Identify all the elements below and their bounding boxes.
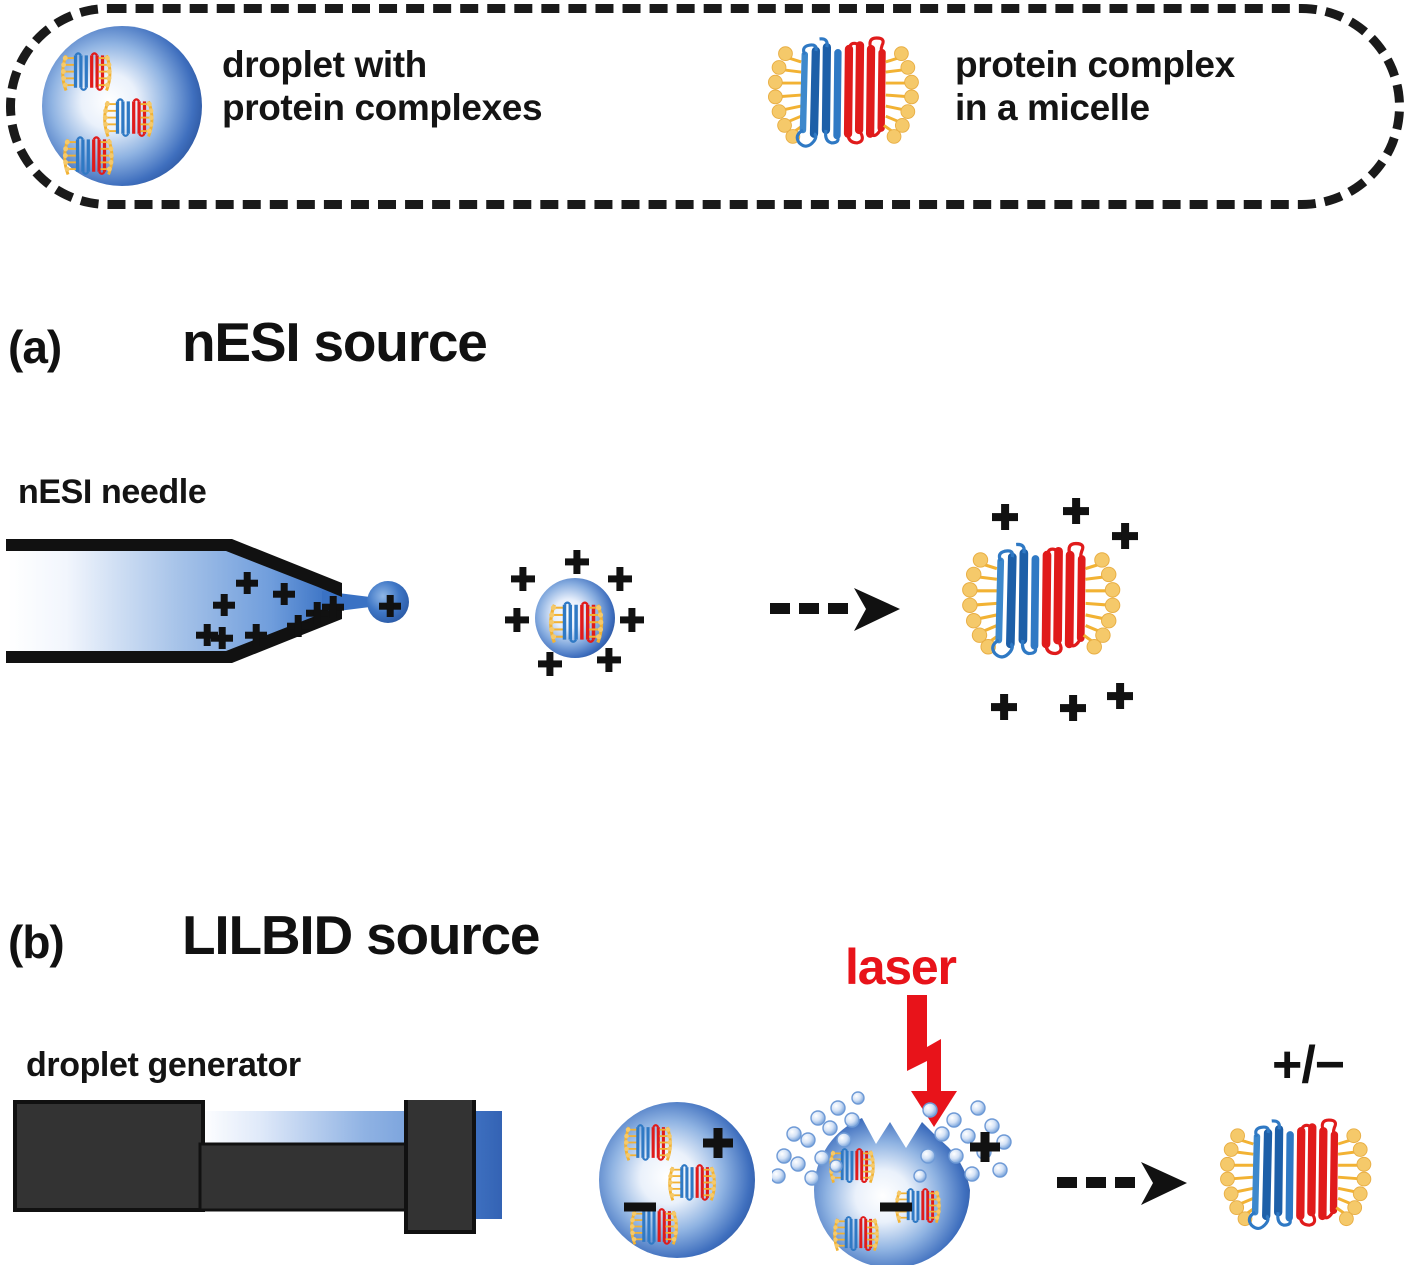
plus-charge-icon bbox=[620, 608, 644, 632]
plus-charge-icon bbox=[608, 567, 632, 591]
laser-label: laser bbox=[845, 939, 957, 995]
droplet-generator-label: droplet generator bbox=[26, 1046, 301, 1084]
panel-a-title: nESI source bbox=[182, 311, 488, 373]
droplet-negative-charge-icon bbox=[624, 1192, 656, 1222]
panel-a-transition-arrow bbox=[770, 588, 900, 632]
plus-charge-icon bbox=[511, 567, 535, 591]
plus-charge-icon bbox=[273, 583, 295, 605]
charged-micelle-ion-icon bbox=[955, 535, 1145, 685]
plus-charge-icon bbox=[322, 596, 344, 618]
ion-polarity-label: +/− bbox=[1272, 1036, 1345, 1094]
droplet-with-protein-complexes-icon bbox=[38, 22, 206, 190]
plus-charge-icon bbox=[565, 550, 589, 574]
ablated-droplet-positive-charge-icon bbox=[970, 1132, 1000, 1162]
droplet-generator-graphic bbox=[10, 1090, 520, 1265]
legend-label-micelle: protein complex in a micelle bbox=[955, 44, 1235, 128]
lilbid-droplet-icon bbox=[597, 1100, 757, 1260]
panel-a-tag: (a) bbox=[8, 321, 62, 373]
plus-charge-icon bbox=[245, 624, 267, 646]
plus-charge-icon bbox=[196, 624, 218, 646]
lilbid-ablated-droplet-icon bbox=[770, 1078, 1012, 1265]
lilbid-micelle-ion-icon bbox=[1218, 1110, 1394, 1260]
legend-label-droplet: droplet with protein complexes bbox=[222, 44, 543, 128]
nesi-needle-label: nESI needle bbox=[18, 473, 207, 511]
taylor-cone-plus-charge-icon bbox=[379, 595, 401, 617]
plus-charge-icon bbox=[1112, 523, 1138, 549]
panel-b-title: LILBID source bbox=[182, 904, 540, 966]
panel-b-tag: (b) bbox=[8, 916, 65, 968]
ablated-droplet-negative-charge-icon bbox=[880, 1192, 912, 1222]
plus-charge-icon bbox=[505, 608, 529, 632]
legend-dashed-box bbox=[6, 4, 1404, 209]
panel-b-transition-arrow bbox=[1057, 1162, 1187, 1206]
plus-charge-icon bbox=[538, 652, 562, 676]
charged-droplet-icon bbox=[533, 576, 617, 660]
laser-beam-arrow-icon bbox=[897, 995, 973, 1135]
protein-complex-in-micelle-icon bbox=[766, 22, 934, 190]
plus-charge-icon bbox=[1063, 498, 1089, 524]
plus-charge-icon bbox=[597, 648, 621, 672]
droplet-positive-charge-icon bbox=[703, 1128, 733, 1158]
plus-charge-icon bbox=[213, 594, 235, 616]
plus-charge-icon bbox=[1107, 683, 1133, 709]
plus-charge-icon bbox=[287, 615, 309, 637]
plus-charge-icon bbox=[991, 694, 1017, 720]
plus-charge-icon bbox=[992, 504, 1018, 530]
plus-charge-icon bbox=[1060, 695, 1086, 721]
plus-charge-icon bbox=[236, 572, 258, 594]
